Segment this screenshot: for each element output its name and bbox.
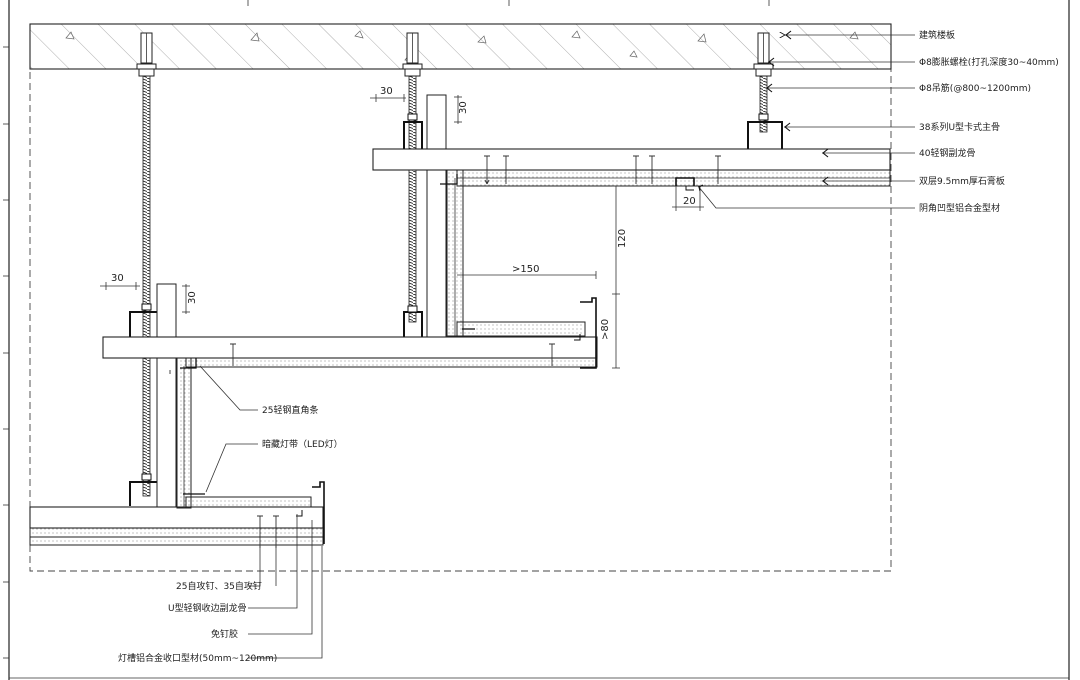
svg-text:>80: >80 bbox=[600, 319, 611, 340]
label-nail-free-glue: 免钉胶 bbox=[211, 628, 238, 640]
sub-keel-middle bbox=[102, 336, 598, 359]
label-trim-profile: 灯槽铝合金收口型材(50mm~120mm) bbox=[118, 652, 277, 664]
trim-profiles bbox=[296, 177, 695, 544]
trim-profile-bottom bbox=[312, 481, 325, 544]
hanger-rod-1 bbox=[142, 75, 151, 497]
svg-text:>150: >150 bbox=[512, 264, 539, 275]
corner-strips bbox=[180, 174, 475, 495]
label-shadow-profile: 阴角凹型铝合金型材 bbox=[919, 202, 1000, 214]
dim-30-top-horizontal: 30 bbox=[370, 86, 406, 102]
label-hanger-rod: Φ8吊筋(@800~1200mm) bbox=[919, 82, 1031, 94]
svg-text:20: 20 bbox=[683, 196, 696, 207]
label-gypsum-board: 双层9.5mm厚石膏板 bbox=[919, 175, 1005, 187]
hanger-rod-2 bbox=[408, 75, 417, 323]
anchor-3 bbox=[753, 32, 774, 77]
dimensions: 30 30 30 30 20 bbox=[100, 86, 704, 369]
label-main-keel: 38系列U型卡式主骨 bbox=[919, 121, 1000, 133]
concrete-slab bbox=[29, 23, 892, 70]
trim-profile-middle bbox=[580, 297, 597, 369]
dim-120: 120 bbox=[612, 185, 628, 295]
label-slab: 建筑楼板 bbox=[919, 29, 955, 41]
label-screws: 25自攻钉、35自攻钉 bbox=[176, 580, 262, 592]
dim-30-middle-horizontal: 30 bbox=[100, 273, 140, 290]
label-sub-keel: 40轻钢副龙骨 bbox=[919, 147, 975, 159]
shadow-gap-profile bbox=[675, 177, 695, 186]
sub-keel-bottom bbox=[29, 506, 324, 529]
label-expansion-bolt: Φ8膨胀螺栓(打孔深度30~40mm) bbox=[919, 56, 1059, 68]
leaders-right bbox=[697, 35, 915, 209]
dim-gt150: >150 bbox=[457, 264, 597, 279]
dim-30-middle-vertical: 30 bbox=[182, 284, 198, 314]
leader-arrowheads-right bbox=[698, 30, 829, 192]
hanger-rod-3 bbox=[759, 75, 768, 133]
svg-text:120: 120 bbox=[617, 229, 628, 248]
svg-text:30: 30 bbox=[111, 273, 124, 284]
anchor-2 bbox=[402, 32, 423, 77]
svg-text:30: 30 bbox=[380, 86, 393, 97]
sub-keel-top bbox=[372, 148, 891, 171]
label-corner-strip: 25轻钢直角条 bbox=[262, 404, 318, 416]
sub-keels bbox=[29, 148, 891, 529]
svg-text:30: 30 bbox=[187, 291, 198, 304]
dim-30-top-vertical: 30 bbox=[454, 95, 469, 124]
svg-text:30: 30 bbox=[458, 101, 469, 114]
labels: 建筑楼板 Φ8膨胀螺栓(打孔深度30~40mm) Φ8吊筋(@800~1200m… bbox=[118, 29, 1059, 664]
leaders-lower bbox=[199, 365, 323, 659]
main-keel-right bbox=[747, 121, 783, 160]
screws bbox=[169, 155, 721, 548]
label-u-edge-keel: U型轻钢收边副龙骨 bbox=[168, 602, 247, 614]
expansion-bolt-anchors bbox=[136, 32, 774, 77]
page-frame bbox=[3, 0, 1070, 680]
label-led-strip: 暗藏灯带（LED灯） bbox=[262, 438, 343, 450]
hanger-rods bbox=[142, 75, 768, 497]
gypsum-boards bbox=[29, 169, 891, 546]
dim-gt80: >80 bbox=[600, 294, 620, 369]
main-keel-top bbox=[403, 121, 423, 160]
